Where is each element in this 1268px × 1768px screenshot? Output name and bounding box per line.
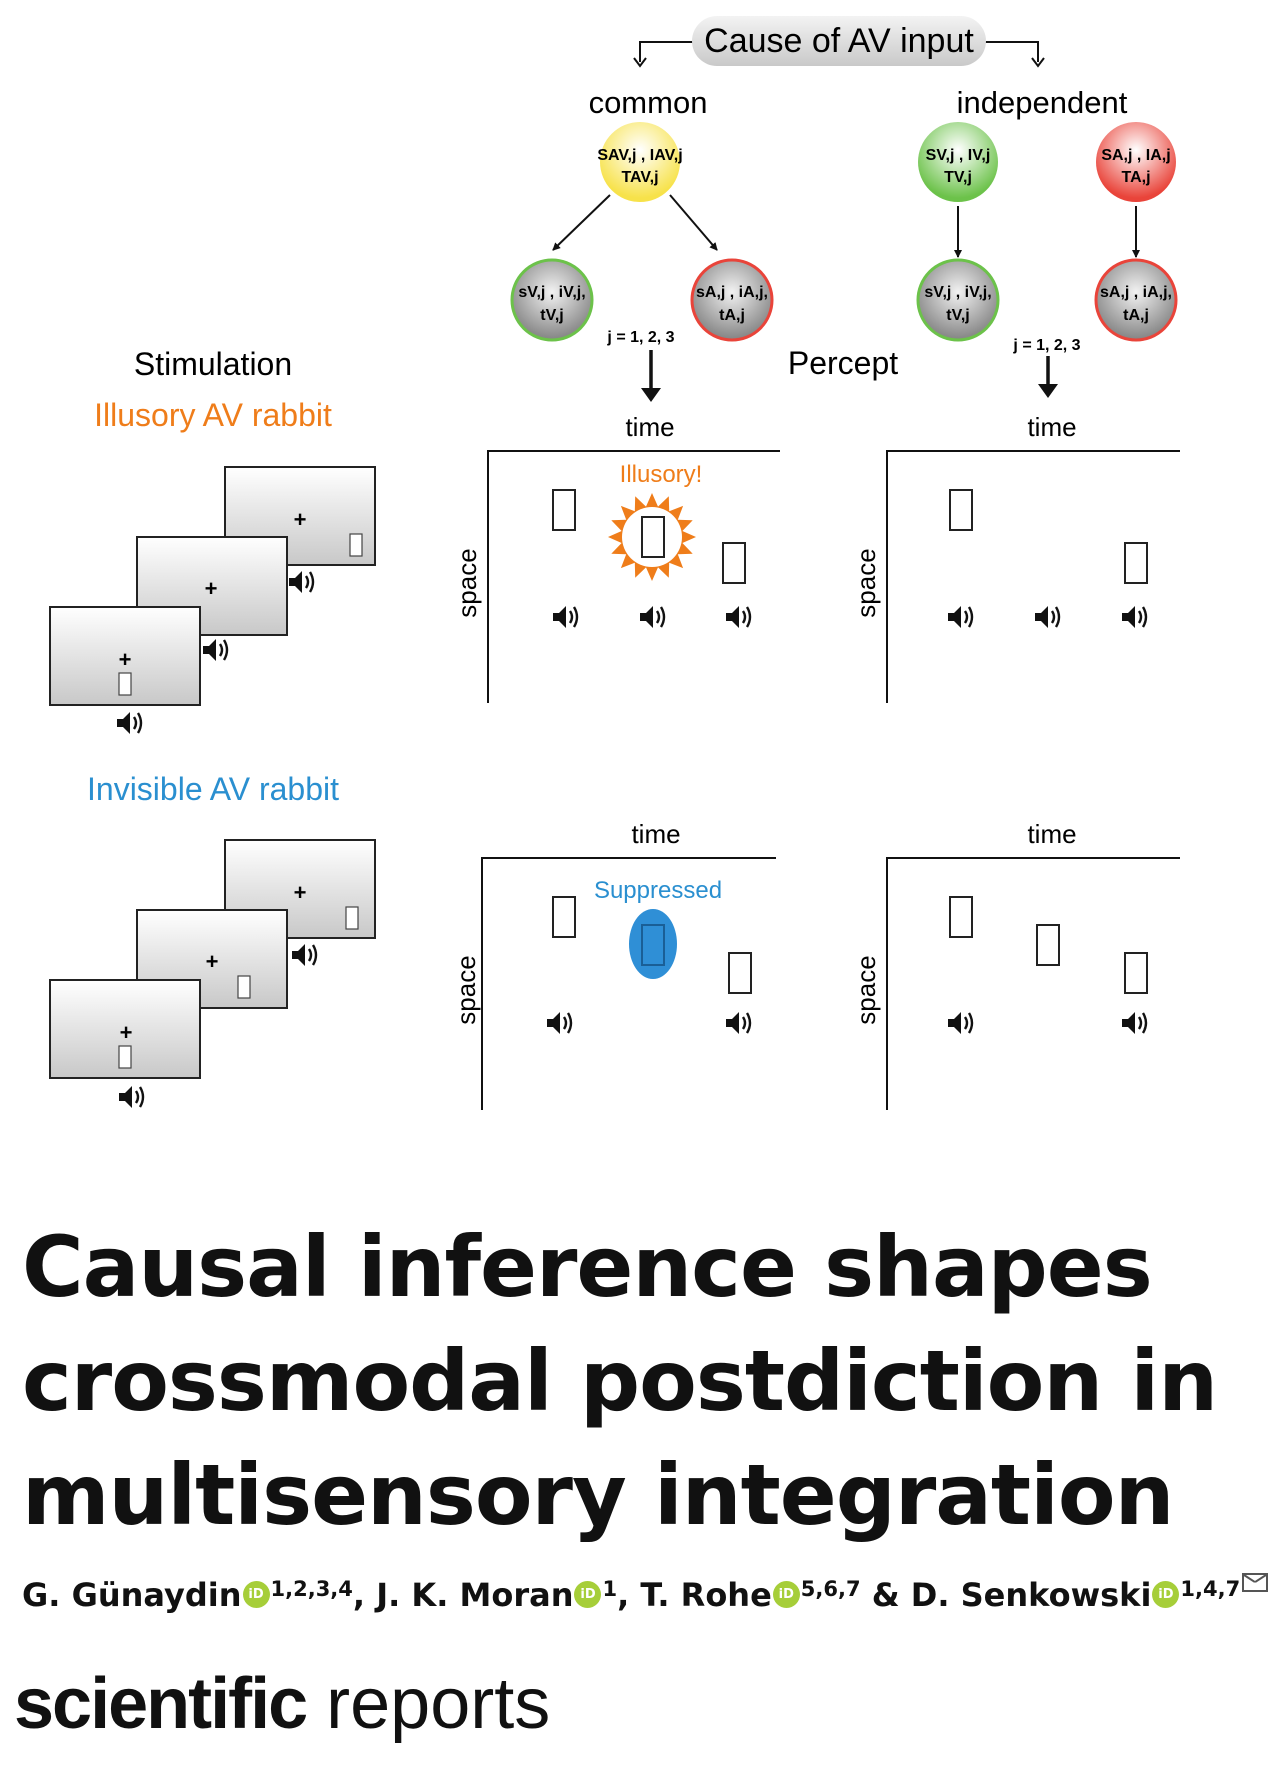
title-line: crossmodal postdiction in bbox=[22, 1332, 1218, 1430]
arrow-common-to-visual bbox=[552, 194, 611, 251]
email-icon[interactable] bbox=[1242, 1573, 1268, 1592]
svg-text:+: + bbox=[119, 647, 132, 672]
cause-header: Cause of AV input bbox=[633, 16, 1045, 68]
speaker-icon bbox=[724, 1010, 752, 1036]
speaker-icon bbox=[545, 1010, 573, 1036]
node-auditory-estimate-common: sA,j , iA,j, tA,j bbox=[690, 258, 774, 342]
speaker-icon bbox=[946, 1010, 974, 1036]
speaker-icon bbox=[287, 569, 315, 595]
svg-text:SAV,j , IAV,j: SAV,j , IAV,j bbox=[597, 147, 682, 164]
percept-independent-illusory: time space bbox=[851, 412, 1180, 703]
svg-text:time: time bbox=[631, 819, 680, 849]
suppressed-flash bbox=[629, 909, 677, 979]
svg-text:time: time bbox=[625, 412, 674, 442]
node-visual-cause: SV,j , IV,j TV,j bbox=[918, 122, 998, 202]
svg-text:+: + bbox=[294, 880, 307, 905]
svg-text:sA,j , iA,j,: sA,j , iA,j, bbox=[696, 284, 768, 301]
svg-text:TA,j: TA,j bbox=[1121, 169, 1150, 186]
orcid-icon[interactable]: iD bbox=[242, 1580, 270, 1608]
stimulation-illusory: + + + bbox=[49, 466, 376, 736]
journal-logo[interactable]: scientific reports bbox=[14, 1662, 550, 1746]
svg-text:Illusory!: Illusory! bbox=[620, 461, 703, 488]
svg-text:tA,j: tA,j bbox=[1123, 307, 1149, 324]
cause-label: Cause of AV input bbox=[704, 22, 974, 60]
figure-canvas: Cause of AV input common independent SAV… bbox=[49, 16, 1180, 1110]
paper-title: Causal inference shapes crossmodal postd… bbox=[22, 1210, 1218, 1552]
svg-text:time: time bbox=[1027, 819, 1076, 849]
author-name[interactable]: G. Günaydin bbox=[22, 1576, 242, 1614]
svg-text:space: space bbox=[851, 548, 881, 617]
svg-text:tV,j: tV,j bbox=[946, 307, 969, 324]
speaker-icon bbox=[115, 710, 143, 736]
svg-text:time: time bbox=[1027, 412, 1076, 442]
svg-text:sA,j , iA,j,: sA,j , iA,j, bbox=[1100, 284, 1172, 301]
journal-name-bold: scientific bbox=[14, 1664, 308, 1744]
orcid-icon[interactable]: iD bbox=[1152, 1580, 1180, 1608]
title-line: multisensory integration bbox=[22, 1446, 1174, 1544]
svg-text:Suppressed: Suppressed bbox=[594, 877, 722, 904]
j-label-independent: j = 1, 2, 3 bbox=[1012, 337, 1080, 354]
percept-common-illusory: time space Illusory! bbox=[452, 412, 780, 703]
illusory-rabbit-label: Illusory AV rabbit bbox=[94, 397, 332, 433]
node-visual-estimate-independent: sV,j , iV,j, tV,j bbox=[916, 258, 1000, 342]
node-common-cause: SAV,j , IAV,j TAV,j bbox=[597, 122, 683, 202]
author-affiliation: 1,4,7 bbox=[1180, 1577, 1241, 1601]
svg-text:+: + bbox=[294, 507, 307, 532]
svg-text:sV,j , iV,j,: sV,j , iV,j, bbox=[518, 284, 585, 301]
speaker-icon bbox=[551, 604, 579, 630]
node-visual-estimate-common: sV,j , iV,j, tV,j bbox=[510, 258, 594, 342]
svg-text:tV,j: tV,j bbox=[540, 307, 563, 324]
title-line: Causal inference shapes bbox=[22, 1218, 1153, 1316]
svg-text:space: space bbox=[452, 548, 482, 617]
author-name[interactable]: T. Rohe bbox=[640, 1576, 772, 1614]
node-auditory-estimate-independent: sA,j , iA,j, tA,j bbox=[1094, 258, 1178, 342]
speaker-icon bbox=[638, 604, 666, 630]
journal-name-light: reports bbox=[306, 1664, 551, 1744]
author-affiliation: 1,2,3,4 bbox=[270, 1577, 353, 1601]
speaker-icon bbox=[201, 637, 229, 663]
speaker-icon bbox=[946, 604, 974, 630]
independent-label: independent bbox=[957, 85, 1128, 120]
common-label: common bbox=[589, 85, 708, 120]
stimulation-invisible: + + + bbox=[49, 839, 376, 1110]
svg-text:tA,j: tA,j bbox=[719, 307, 745, 324]
svg-text:space: space bbox=[451, 955, 481, 1024]
screen-1: + bbox=[49, 606, 201, 736]
svg-text:TAV,j: TAV,j bbox=[621, 169, 658, 186]
stimulation-label: Stimulation bbox=[134, 346, 292, 382]
svg-text:SV,j , IV,j: SV,j , IV,j bbox=[926, 147, 991, 164]
percept-common-invisible: time space Suppressed bbox=[451, 819, 776, 1110]
author-name[interactable]: D. Senkowski bbox=[910, 1576, 1152, 1614]
percept-label: Percept bbox=[788, 345, 898, 381]
svg-text:+: + bbox=[206, 949, 219, 974]
speaker-icon bbox=[1120, 1010, 1148, 1036]
node-auditory-cause: SA,j , IA,j TA,j bbox=[1096, 122, 1176, 202]
orcid-icon[interactable]: iD bbox=[574, 1580, 602, 1608]
speaker-icon bbox=[117, 1084, 145, 1110]
speaker-icon bbox=[290, 942, 318, 968]
screen-1: + bbox=[49, 979, 201, 1110]
author-affiliation: 1 bbox=[602, 1577, 618, 1601]
author-affiliation: 5,6,7 bbox=[800, 1577, 861, 1601]
speaker-icon bbox=[1120, 604, 1148, 630]
speaker-icon bbox=[1033, 604, 1061, 630]
j-label-common: j = 1, 2, 3 bbox=[606, 329, 674, 346]
author-name[interactable]: J. K. Moran bbox=[376, 1576, 574, 1614]
svg-text:SA,j , IA,j: SA,j , IA,j bbox=[1101, 147, 1170, 164]
svg-text:+: + bbox=[205, 576, 218, 601]
speaker-icon bbox=[724, 604, 752, 630]
svg-text:TV,j: TV,j bbox=[944, 169, 972, 186]
orcid-icon[interactable]: iD bbox=[772, 1580, 800, 1608]
svg-text:space: space bbox=[851, 955, 881, 1024]
svg-text:sV,j , iV,j,: sV,j , iV,j, bbox=[924, 284, 991, 301]
invisible-rabbit-label: Invisible AV rabbit bbox=[87, 771, 339, 807]
svg-text:+: + bbox=[120, 1020, 133, 1045]
arrow-common-to-auditory bbox=[669, 194, 718, 251]
percept-independent-invisible: time space bbox=[851, 819, 1180, 1110]
